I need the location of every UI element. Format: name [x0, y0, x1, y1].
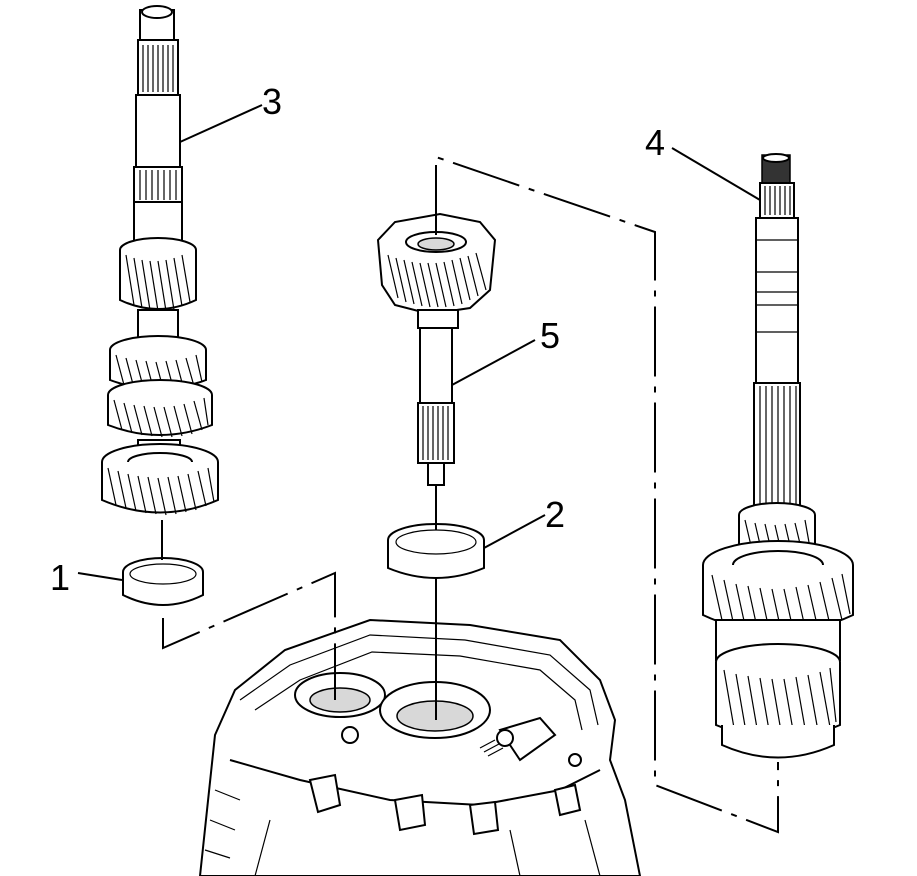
bearing-race-2 [387, 523, 485, 579]
bearing-race-1 [122, 557, 204, 606]
shaft-3-assembly [101, 5, 219, 516]
shaft-5-assembly [376, 212, 497, 486]
callout-label-4: 4 [645, 122, 665, 163]
assembly-guide-lines [161, 155, 779, 834]
callout-label-2: 2 [545, 494, 565, 535]
transmission-case [198, 618, 642, 876]
shaft-4-assembly [702, 153, 854, 759]
callout-label-1: 1 [50, 557, 70, 598]
callout-leaders [77, 104, 761, 581]
callout-label-3: 3 [262, 81, 282, 122]
callout-label-5: 5 [540, 315, 560, 356]
